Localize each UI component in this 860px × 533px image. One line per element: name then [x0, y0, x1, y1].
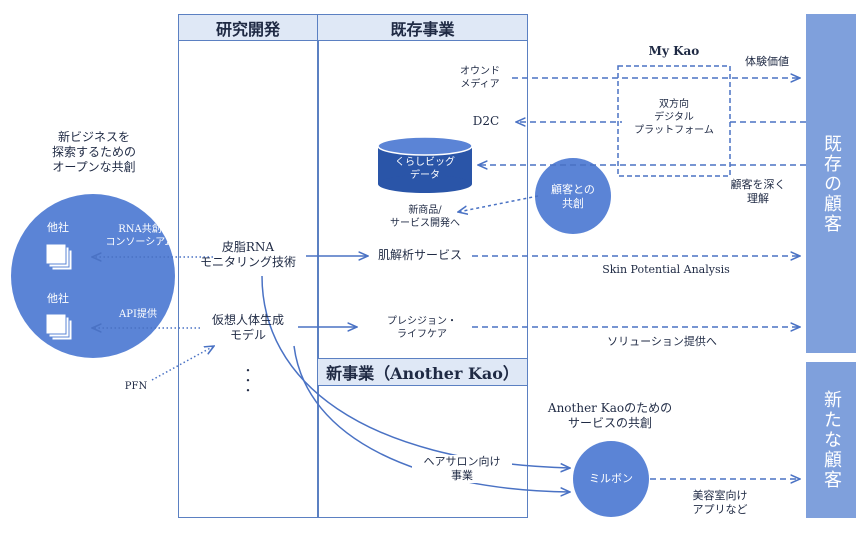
hair-salon-label: ヘアサロン向け 事業 — [412, 455, 512, 483]
big-data-label: くらしビッグ データ — [395, 157, 455, 181]
platform-label: 双方向 デジタル プラットフォーム — [622, 98, 726, 137]
big-data-cylinder — [377, 136, 473, 193]
d2c-label: D2C — [472, 114, 500, 128]
milbon-circle — [573, 441, 649, 517]
deep-understanding-label: 顧客を深く 理解 — [730, 178, 786, 205]
skin-potential-label: Skin Potential Analysis — [602, 263, 730, 276]
experience-value-label: 体験価値 — [745, 55, 789, 68]
pfn-label: PFN — [124, 381, 148, 392]
open-cocreation-circle — [11, 194, 175, 358]
virtual-body-model-label: 仮想人体生成 モデル — [211, 313, 284, 342]
model-to-milbon-curve — [293, 345, 570, 492]
rnd-column — [178, 14, 319, 518]
customer-cocreation-label: 顧客との 共創 — [551, 183, 595, 210]
pfn-to-model-arrow — [151, 346, 214, 381]
salon-app-label: 美容室向け アプリなど — [692, 489, 748, 516]
ellipsis-dots: ・ ・ ・ — [242, 364, 254, 397]
another-kao-cocreation-label: Another Kaoのための サービスの共創 — [547, 401, 673, 430]
existing-business-column — [317, 14, 528, 518]
cocreation-to-newproduct-arrow — [458, 195, 539, 212]
new-business-header: 新事業（Another Kao） — [318, 358, 527, 386]
existing-customers-bar: 既存の顧客 — [806, 14, 856, 353]
new-product-label: 新商品/ サービス開発へ — [390, 205, 460, 229]
my-kao-platform-box — [617, 65, 731, 177]
new-customers-bar: 新たな顧客 — [806, 362, 856, 518]
open-cocreation-label: 新ビジネスを 探索するための オープンな共創 — [51, 130, 136, 174]
my-kao-label: My Kao — [648, 44, 700, 58]
precision-lifecare-label: プレシジョン・ ライフケア — [387, 316, 457, 340]
milbon-label: ミルボン — [589, 472, 633, 485]
existing-business-header: 既存事業 — [318, 15, 527, 41]
api-provision-label: API提供 — [119, 309, 157, 320]
other-company-label-2: 他社 — [47, 292, 69, 305]
rna-to-milbon-curve — [261, 275, 570, 468]
rna-consortium-label: RNA共創 コンソーシアム — [105, 224, 175, 248]
company-document-icon-2 — [45, 313, 73, 341]
skin-analysis-service-label: 肌解析サービス — [377, 248, 462, 262]
company-document-icon-1 — [45, 243, 73, 271]
other-company-label-1: 他社 — [47, 221, 69, 234]
rnd-header: 研究開発 — [179, 15, 317, 41]
solution-label: ソリューション提供へ — [607, 335, 717, 348]
owned-media-label: オウンド メディア — [460, 66, 500, 90]
skin-rna-label: 皮脂RNA モニタリング技術 — [199, 240, 296, 269]
customer-cocreation-circle — [535, 158, 611, 234]
